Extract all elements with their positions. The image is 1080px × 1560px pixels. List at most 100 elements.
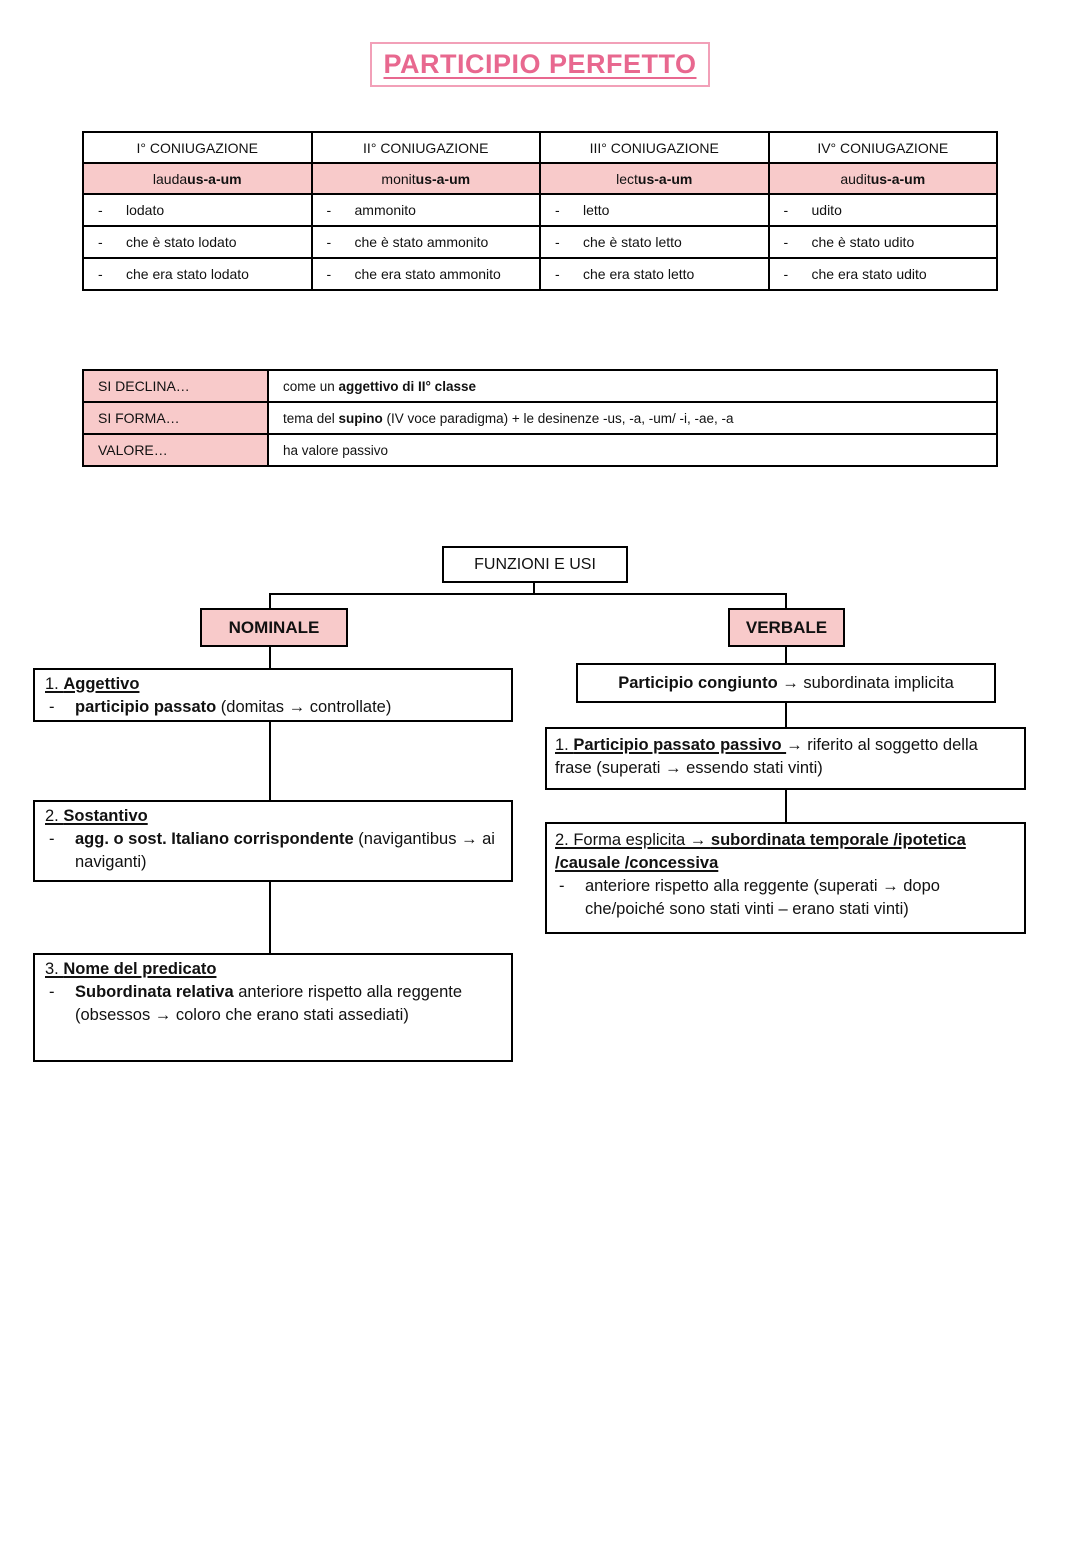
heading-title: Nome del predicato [63, 960, 217, 978]
box-heading: 3. Nome del predicato [45, 958, 501, 981]
box-bullet: - anteriore rispetto alla reggente (supe… [555, 875, 1016, 921]
conj-meaning-cell: -che è stato udito [767, 225, 998, 259]
info-row: SI FORMA… tema del supino (IV voce parad… [82, 401, 998, 435]
info-value-text: tema del [283, 410, 339, 426]
bullet-dash: - [783, 202, 789, 218]
conjugation-meaning-row: - che era stato lodato - che era stato amm… [82, 257, 998, 291]
nome-predicato-box: 3. Nome del predicato - Subordinata rela… [33, 953, 513, 1062]
page-title: PARTICIPIO PERFETTO [383, 49, 697, 79]
bullet-dash: - [49, 830, 55, 848]
form-stem: lect [616, 170, 638, 187]
info-label-cell: SI DECLINA… [82, 369, 269, 403]
conj-meaning-cell: -che è stato lodato [82, 225, 313, 259]
connector-line [785, 790, 787, 822]
connector-line [269, 647, 271, 668]
aggettivo-box: 1. Aggettivo - participio passato (domit… [33, 668, 513, 722]
conj-meaning-cell: -lodato [82, 193, 313, 227]
conj-meaning-cell: - che era stato udito [767, 257, 998, 291]
bullet-dash: - [326, 266, 332, 282]
info-value-text: ha valore passivo [283, 442, 389, 458]
verbale-node: VERBALE [728, 608, 845, 647]
form-ending: us-a-um [870, 170, 926, 187]
diagram-root-box: FUNZIONI E USI [442, 546, 628, 583]
meaning-text: lodato [126, 202, 165, 218]
box-bullet: - Subordinata relativa anteriore rispett… [45, 981, 501, 1027]
info-value-cell: come un aggettivo di II° classe [267, 369, 998, 403]
conjugation-meaning-row: -che è stato lodato - che è stato ammonit… [82, 225, 998, 259]
form-ending: us-a-um [637, 170, 693, 187]
meaning-text: che è stato letto [583, 234, 682, 250]
meaning-text: che è stato ammonito [354, 234, 489, 250]
form-ending: us-a-um [187, 170, 242, 187]
nominale-label: NOMINALE [228, 618, 320, 637]
conjugation-form-row: laudaus-a-um monitus-a-um lectus-a-um au… [82, 162, 998, 195]
info-label-cell: SI FORMA… [82, 401, 269, 435]
box-heading: 2. Forma esplicita → subordinata tempora… [555, 829, 1016, 875]
bullet-bold: agg. o sost. Italiano corrispondente [75, 830, 354, 848]
bullet-dash: - [555, 234, 560, 250]
nominale-node: NOMINALE [200, 608, 348, 647]
conj-header-cell: IV° CONIUGAZIONE [767, 131, 998, 164]
verbale-label: VERBALE [745, 618, 828, 637]
bullet-dash: - [326, 234, 332, 250]
congiunto-bold: Participio congiunto [618, 673, 778, 692]
conj-meaning-cell: - che è stato letto [539, 225, 770, 259]
conj-header-label: I° CONIUGAZIONE [136, 139, 259, 156]
meaning-text: udito [811, 202, 842, 218]
box-heading: 2. Sostantivo [45, 805, 501, 828]
connector-line [269, 722, 271, 800]
connector-line [785, 593, 787, 608]
sostantivo-box: 2. Sostantivo - agg. o sost. Italiano co… [33, 800, 513, 882]
bullet-bold: Subordinata relativa [75, 983, 234, 1001]
heading-number: 1. [555, 736, 574, 754]
bullet-dash: - [783, 266, 789, 282]
info-row: SI DECLINA… come un aggettivo di II° cla… [82, 369, 998, 403]
conj-meaning-cell: - letto [539, 193, 770, 227]
conj-header-label: II° CONIUGAZIONE [363, 139, 489, 156]
bullet-dash: - [559, 877, 565, 895]
heading-title: Sostantivo [63, 807, 148, 825]
bullet-text: Subordinata relativa anteriore rispetto … [75, 981, 501, 1027]
bullet-dash: - [98, 234, 103, 250]
box-bullet: - agg. o sost. Italiano corrispondente (… [45, 828, 501, 874]
diagram-root-label: FUNZIONI E USI [474, 556, 596, 573]
bullet-dash: - [98, 266, 103, 282]
congiunto-text: Participio congiunto → subordinata impli… [618, 672, 954, 695]
meaning-text: che è stato udito [811, 234, 915, 250]
bullet-rest: (domitas → controllate) [216, 698, 392, 716]
heading-number: 2. [45, 807, 64, 825]
box-bullet: - participio passato (domitas → controll… [45, 696, 501, 719]
connector-line [269, 593, 271, 608]
meaning-text: che era stato udito [811, 266, 927, 282]
conj-header-cell: I° CONIUGAZIONE [82, 131, 313, 164]
conjugation-meaning-row: -lodato -ammonito - letto - udito [82, 193, 998, 227]
bullet-dash: - [555, 202, 560, 218]
bullet-rest: (navigantibus → ai naviganti) [75, 830, 495, 871]
conj-meaning-cell: -ammonito [310, 193, 541, 227]
connector-line [269, 593, 787, 595]
bullet-bold: participio passato [75, 698, 217, 716]
conj-meaning-cell: - che è stato ammonito [310, 225, 541, 259]
meaning-text: che era stato lodato [126, 266, 249, 282]
info-value-cell: ha valore passivo [267, 433, 998, 467]
info-value-bold: aggettivo di II° classe [338, 378, 476, 394]
box-paragraph: 1. Participio passato passivo → riferito… [555, 734, 1016, 780]
heading-title: Aggettivo [63, 675, 140, 693]
form-stem: monit [381, 170, 416, 187]
conj-header-label: III° CONIUGAZIONE [589, 139, 719, 156]
conj-form-cell: lectus-a-um [539, 162, 770, 195]
meaning-text: che era stato letto [583, 266, 695, 282]
heading-number: 1. [45, 675, 64, 693]
forma-esplicita-box: 2. Forma esplicita → subordinata tempora… [545, 822, 1026, 934]
heading-lead: 2. Forma esplicita → [555, 831, 711, 849]
conj-meaning-cell: - udito [767, 193, 998, 227]
meaning-text: letto [583, 202, 610, 218]
conjugation-header-row: I° CONIUGAZIONE II° CONIUGAZIONE III° CO… [82, 131, 998, 164]
info-value-text: (IV voce paradigma) + le desinenze -us, … [382, 410, 734, 426]
conj-header-label: IV° CONIUGAZIONE [817, 139, 949, 156]
meaning-text: che era stato ammonito [354, 266, 501, 282]
meaning-text: ammonito [354, 202, 416, 218]
bullet-rest: anteriore rispetto alla reggente (obsess… [75, 983, 463, 1024]
bullet-dash: - [555, 266, 560, 282]
